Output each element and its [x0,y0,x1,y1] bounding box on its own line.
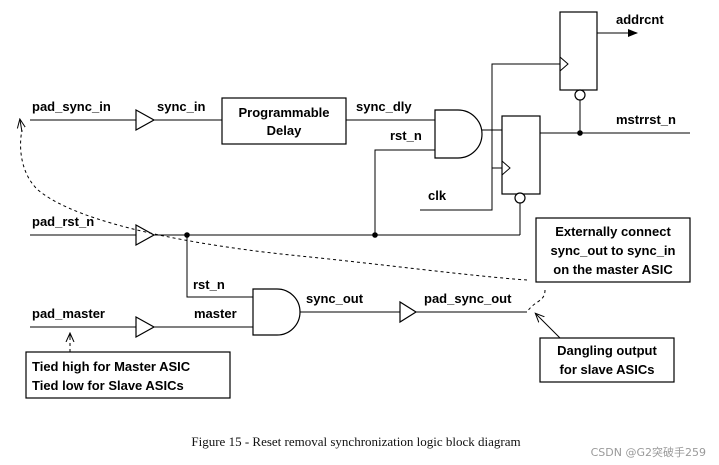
buffer-rst-n [135,223,156,247]
flop-upper-reset-bubble [574,89,586,101]
label-addrcnt: addrcnt [616,12,664,27]
note-tied-line2: Tied low for Slave ASICs [32,378,184,393]
junction-mstrrst-n [577,130,583,136]
flop-upper-clock-triangle [559,56,569,72]
buffer-sync-in [135,108,156,132]
label-rst-n-bottom: rst_n [193,277,225,292]
flip-flop-addrcnt [559,11,598,91]
label-pad-rst-n: pad_rst_n [32,214,94,229]
flop-lower-reset-bubble [514,192,526,204]
label-master: master [194,306,237,321]
note-external-line3: on the master ASIC [553,262,673,277]
wires [30,29,690,328]
note-dangling-line2: for slave ASICs [560,362,655,377]
note-tied-line1: Tied high for Master ASIC [32,359,191,374]
watermark: CSDN @G2突破手259 [591,445,706,459]
note-tied-box [25,351,231,399]
label-rst-n-top: rst_n [390,128,422,143]
note-dangling-line1: Dangling output [557,343,657,358]
junction-rst-n-right [372,232,378,238]
buffer-sync-out [399,300,418,324]
wire-rst-n-to-master-and [186,235,253,298]
figure-caption: Figure 15 - Reset removal synchronizatio… [191,434,520,449]
flip-flop-mstrrst [501,115,541,195]
label-pad-master: pad_master [32,306,105,321]
and-gate-sync [434,109,483,159]
dashed-feedback-path [20,129,546,313]
label-sync-in: sync_in [157,99,205,114]
label-sync-out: sync_out [306,291,364,306]
and-gate-master [252,288,301,336]
buffer-master [135,315,156,339]
note-external-line1: Externally connect [555,224,671,239]
note-dangling-box [539,337,675,383]
label-mstrrst-n: mstrrst_n [616,112,676,127]
junction-rst-n-left [184,232,190,238]
label-clk: clk [428,188,447,203]
delay-label-line2: Delay [267,123,302,138]
wire-clk [420,63,560,211]
delay-label-line1: Programmable [238,105,329,120]
flop-lower-clock-triangle [501,160,511,176]
programmable-delay-box [221,97,347,145]
note-external-line2: sync_out to sync_in [551,243,676,258]
label-pad-sync-in: pad_sync_in [32,99,111,114]
wire-rst-n-to-and [374,149,435,235]
label-sync-dly: sync_dly [356,99,412,114]
note-external-box [535,217,691,283]
dashed-feedback-arrow [20,120,22,133]
label-pad-sync-out: pad_sync_out [424,291,512,306]
dangling-arrow [536,314,561,339]
